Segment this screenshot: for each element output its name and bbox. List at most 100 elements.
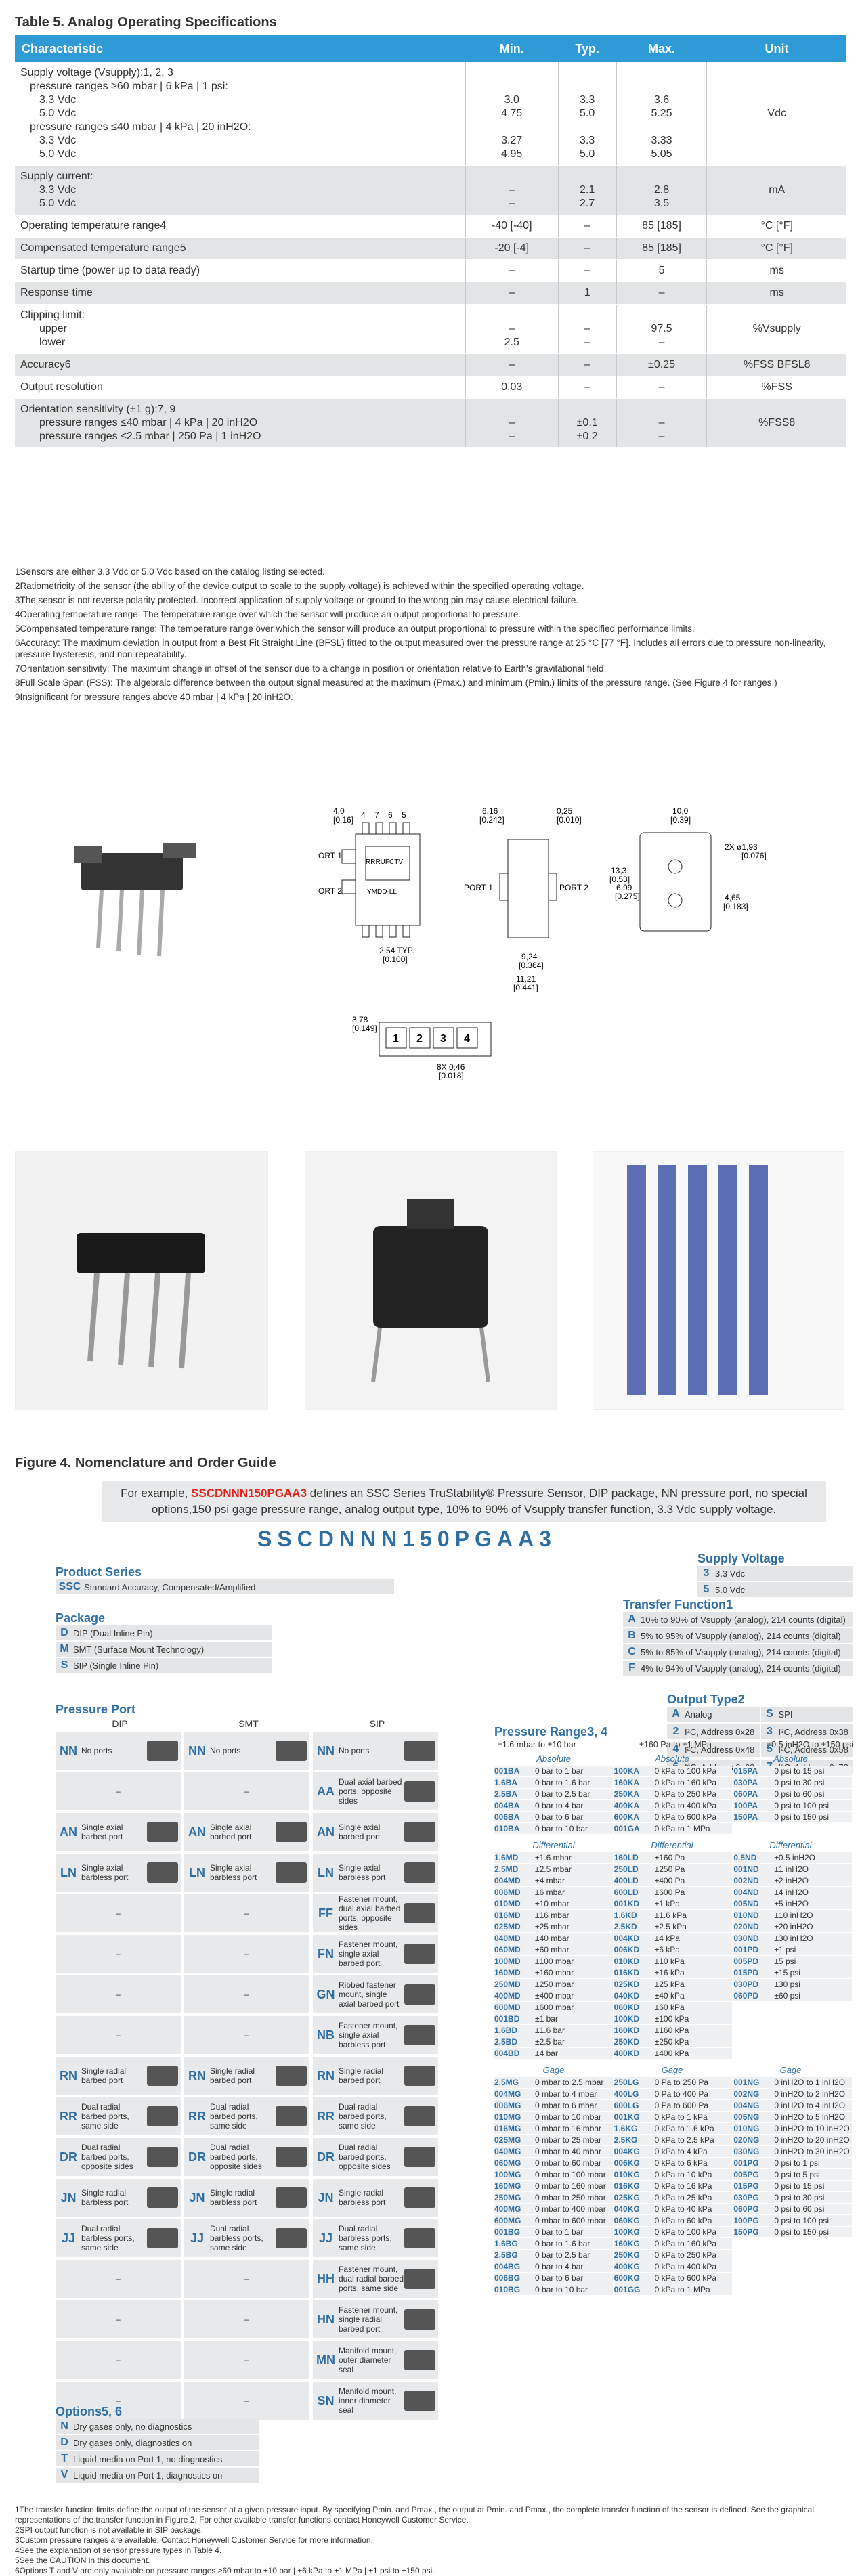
pin-label: 5 <box>402 810 406 820</box>
range-code: 2.5BG <box>494 2250 518 2260</box>
range-value: ±100 mbar <box>535 1957 574 1966</box>
option-code: D <box>60 1627 68 1638</box>
unit-cell: %FSS <box>706 376 846 399</box>
port-sensor-icon <box>404 1822 435 1842</box>
port-empty: – <box>116 1908 121 1918</box>
max-cell: –– <box>616 398 707 448</box>
port-sensor-icon <box>147 2106 178 2126</box>
code-letter: S <box>257 1527 278 1551</box>
sub-value: ±0.2 <box>576 431 598 442</box>
range-value: ±15 psi <box>774 1968 800 1978</box>
sub-label: 3.3 Vdc <box>39 94 77 106</box>
range-code: 010KD <box>614 1957 640 1966</box>
port-code: NN <box>317 1743 335 1758</box>
range-code: 004ND <box>733 1887 759 1897</box>
sub-label: 3.3 Vdc <box>39 184 77 196</box>
footnote: 3The sensor is not reverse polarity prot… <box>15 595 579 605</box>
option-code: M <box>60 1643 69 1655</box>
range-code: 100KG <box>614 2227 640 2237</box>
table-row: Accuracy6––±0.25%FSS BFSL8 <box>15 353 846 376</box>
port-cell: – <box>184 2016 309 2054</box>
footnote: 6Accuracy: The maximum deviation in outp… <box>15 638 826 659</box>
pin-label: 2 <box>416 1033 423 1045</box>
range-row: 600LD±600 Pa <box>614 1887 733 1898</box>
marking-label: YMDD-LL <box>367 888 397 896</box>
sub-value <box>471 121 553 134</box>
port-empty: – <box>116 2355 121 2365</box>
dim-label: 6,99 <box>616 883 632 892</box>
value: – <box>584 359 590 370</box>
min-cell: –– <box>465 398 559 448</box>
range-code: 040KD <box>614 1991 640 2001</box>
range-row: 006MD±6 mbar <box>494 1887 613 1898</box>
dim-label: 0,25 <box>557 806 573 816</box>
port-label: PORT 1 <box>318 851 342 860</box>
supply-voltage-title: Supply Voltage <box>697 1552 785 1565</box>
range-code: 600MD <box>494 2003 521 2012</box>
dim-label: 9,24 <box>521 952 538 961</box>
dim-label: 4,65 <box>725 893 741 902</box>
range-row: 2.5BD±2.5 bar <box>494 2036 613 2047</box>
unit-cell: °C [°F] <box>706 237 846 260</box>
option-desc: Dry gases only, no diagnostics <box>73 2421 192 2432</box>
port-code: RR <box>60 2109 77 2123</box>
characteristic-label: Supply voltage (Vsupply):1, 2, 3 <box>20 67 173 79</box>
range-category: Absolute <box>655 1753 689 1764</box>
table-header: Min. <box>465 35 559 62</box>
port-code: HN <box>317 2312 335 2326</box>
range-value: 0 kPa to 600 kPa <box>654 2273 717 2283</box>
port-sensor-icon <box>404 2066 435 2086</box>
option-code: C <box>628 1646 636 1657</box>
port-desc: Single axial barbless port <box>81 1863 129 1882</box>
range-code: 600LD <box>614 1887 639 1897</box>
range-code: 100PA <box>733 1801 758 1810</box>
sub-value: ±0.1 <box>576 417 598 429</box>
port-cell: – <box>184 1894 309 1932</box>
range-value: 0 kPa to 2.5 kPa <box>654 2135 714 2145</box>
sub-value: 3.3 <box>580 94 595 106</box>
range-value: 0 inH2O to 20 inH2O <box>774 2135 850 2145</box>
range-code: 060PA <box>733 1789 758 1799</box>
range-code: 006KG <box>614 2158 640 2168</box>
port-sensor-icon <box>404 2228 435 2248</box>
range-row: 025KD±25 kPa <box>614 1979 733 1990</box>
range-code: 025KD <box>614 1980 640 1989</box>
dim-label: 4,0 <box>333 806 345 816</box>
range-code: 001BA <box>494 1766 520 1776</box>
min-cell: – <box>465 282 559 305</box>
dim-label: 8X 0,46 <box>437 1062 465 1072</box>
port-cell: – <box>184 2260 309 2298</box>
port-code: DR <box>188 2149 206 2164</box>
example-pre: For example, <box>121 1487 192 1500</box>
sub-value: 5.25 <box>651 108 672 119</box>
port-desc: Dual radial barbed ports, same side <box>339 2102 387 2131</box>
range-code: 400LG <box>614 2089 639 2099</box>
port-code: HH <box>317 2271 335 2286</box>
sub-label: 3.3 Vdc <box>39 135 77 146</box>
option-code: N <box>60 2420 68 2432</box>
port-desc: Fastener mount, single radial barbed por… <box>339 2305 398 2334</box>
port-empty: – <box>244 2274 249 2284</box>
port-empty: – <box>116 2030 121 2040</box>
range-code: 400KG <box>614 2262 640 2271</box>
range-value: ±400 Pa <box>654 1876 685 1885</box>
characteristic-cell: Output resolution <box>15 376 466 399</box>
range-value: ±0.5 inH2O <box>774 1853 815 1862</box>
code-letter: A <box>496 1527 518 1551</box>
port-sensor-icon <box>404 1781 435 1802</box>
